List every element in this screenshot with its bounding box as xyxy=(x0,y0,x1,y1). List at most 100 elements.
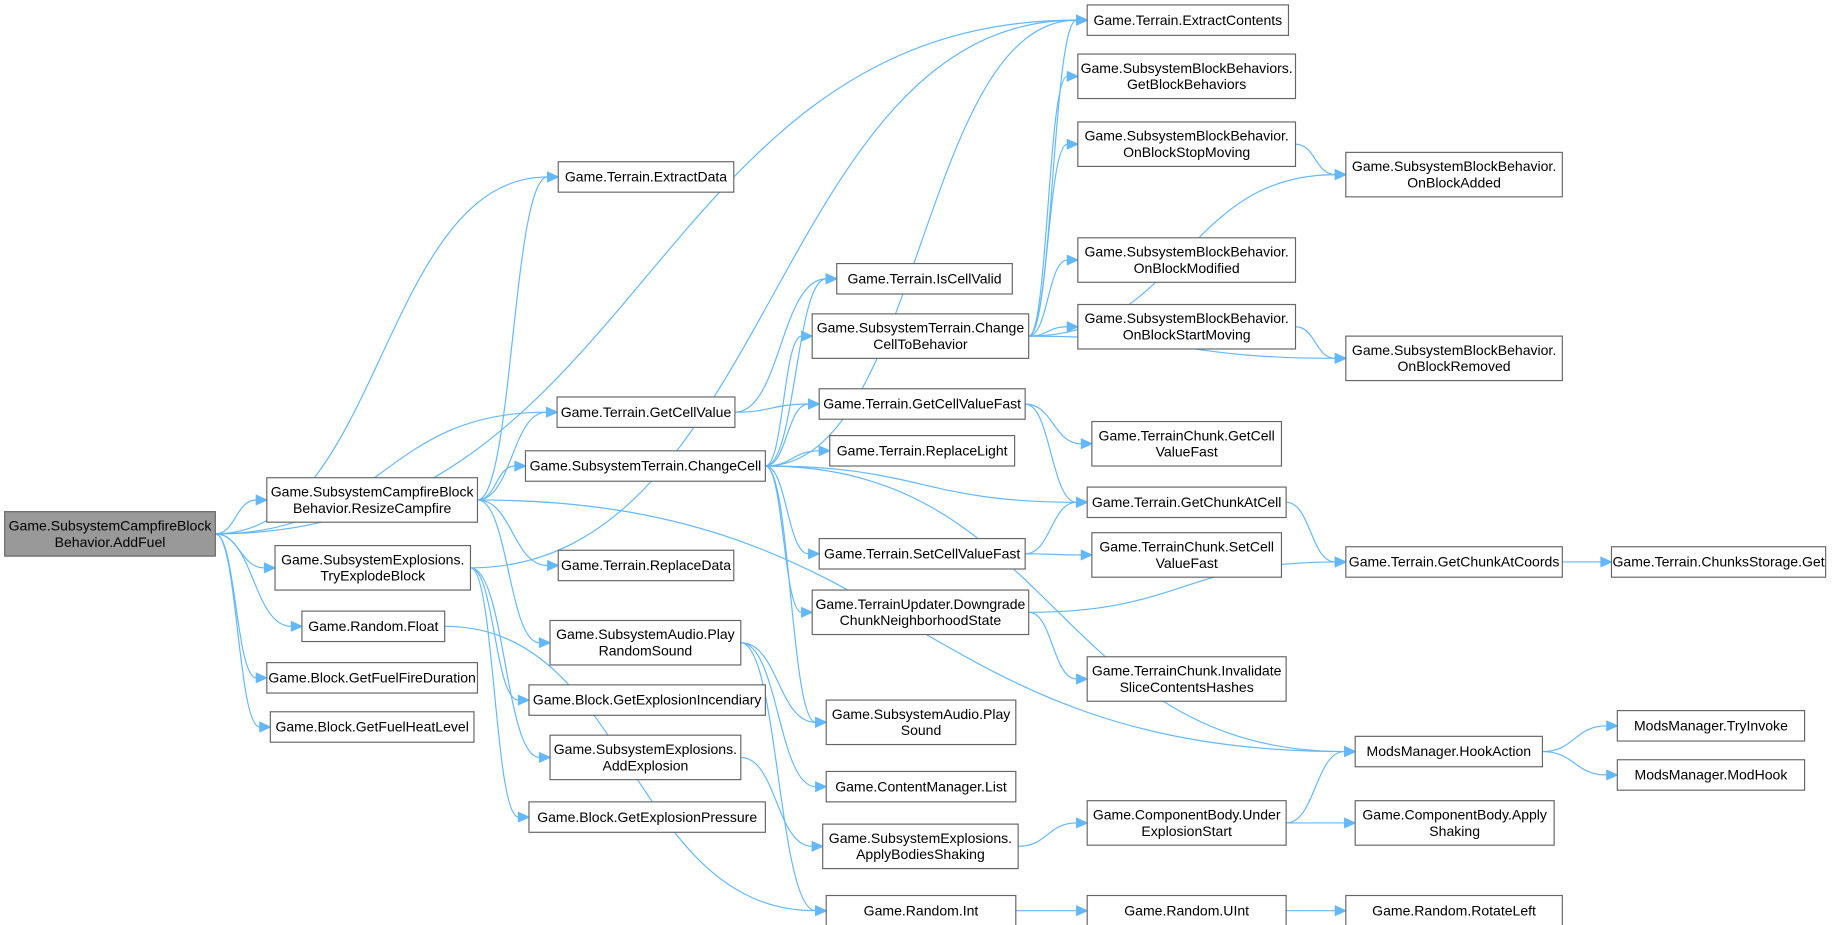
arrowhead-icon xyxy=(1606,720,1619,732)
node-label: OnBlockModified xyxy=(1134,260,1240,276)
node-addfuel[interactable]: Game.SubsystemCampfireBlockBehavior.AddF… xyxy=(4,511,216,557)
arrowhead-icon xyxy=(1344,817,1357,829)
node-label: Game.TerrainUpdater.Downgrade xyxy=(816,596,1026,612)
node-stopmoving[interactable]: Game.SubsystemBlockBehavior.OnBlockStopM… xyxy=(1077,121,1297,168)
node-label: Game.SubsystemExplosions. xyxy=(829,830,1012,846)
edge-changecell-to-setcvfast xyxy=(765,465,821,560)
node-changetobeh[interactable]: Game.SubsystemTerrain.ChangeCellToBehavi… xyxy=(811,313,1030,359)
arrowhead-icon xyxy=(1606,769,1619,781)
node-pressure[interactable]: Game.Block.GetExplosionPressure xyxy=(528,801,766,833)
node-label: CellToBehavior xyxy=(873,336,968,352)
edge-tryexplode-to-addexplosion xyxy=(470,567,552,763)
node-label: Game.SubsystemAudio.Play xyxy=(832,706,1011,722)
node-label: Game.SubsystemTerrain.Change xyxy=(817,320,1025,336)
node-modhook[interactable]: ModsManager.ModHook xyxy=(1616,759,1806,791)
node-rint[interactable]: Game.Random.Int xyxy=(825,894,1017,925)
node-startmoving[interactable]: Game.SubsystemBlockBehavior.OnBlockStart… xyxy=(1077,303,1297,350)
node-setcvfast[interactable]: Game.Terrain.SetCellValueFast xyxy=(818,537,1026,570)
arrowhead-icon xyxy=(1076,673,1089,685)
node-tryexplode[interactable]: Game.SubsystemExplosions.TryExplodeBlock xyxy=(274,545,472,591)
edge-addexplosion-to-bodiesshaking xyxy=(740,756,825,852)
node-fuelfire[interactable]: Game.Block.GetFuelFireDuration xyxy=(266,662,479,694)
edges-layer xyxy=(215,14,1619,917)
node-label: Game.Random.UInt xyxy=(1124,902,1249,918)
node-replacedata[interactable]: Game.Terrain.ReplaceData xyxy=(557,549,735,582)
edge-changetobeh-to-modified xyxy=(1028,254,1080,337)
node-chunkatcell[interactable]: Game.Terrain.GetChunkAtCell xyxy=(1086,486,1287,519)
arrowhead-icon xyxy=(818,445,832,457)
edge-underexpl-to-hookaction xyxy=(1286,745,1357,824)
arrowhead-icon xyxy=(1600,556,1613,568)
edge-downgrade-to-invalidate xyxy=(1028,611,1089,685)
node-extractcontents[interactable]: Game.Terrain.ExtractContents xyxy=(1086,4,1290,36)
node-chunksetcv[interactable]: Game.TerrainChunk.SetCellValueFast xyxy=(1091,532,1283,578)
node-extractdata[interactable]: Game.Terrain.ExtractData xyxy=(557,161,735,193)
node-iscellvalid[interactable]: Game.Terrain.IsCellValid xyxy=(836,262,1013,295)
node-storageget[interactable]: Game.Terrain.ChunksStorage.Get xyxy=(1610,546,1827,578)
node-removed[interactable]: Game.SubsystemBlockBehavior.OnBlockRemov… xyxy=(1345,335,1563,382)
node-addexplosion[interactable]: Game.SubsystemExplosions.AddExplosion xyxy=(549,734,742,781)
node-added[interactable]: Game.SubsystemBlockBehavior.OnBlockAdded xyxy=(1345,151,1563,198)
arrowhead-icon xyxy=(1076,817,1089,829)
node-modified[interactable]: Game.SubsystemBlockBehavior.OnBlockModif… xyxy=(1077,237,1297,283)
node-label: Game.Terrain.GetCellValueFast xyxy=(823,396,1021,412)
node-label: Game.SubsystemBlockBehavior. xyxy=(1085,128,1289,144)
edge-chunkatcell-to-chunkatcoords xyxy=(1286,501,1348,568)
edge-bodiesshaking-to-underexpl xyxy=(1018,817,1089,847)
node-label: Game.Terrain.IsCellValid xyxy=(847,270,1001,286)
node-label: Game.ComponentBody.Under xyxy=(1093,806,1281,822)
node-getcellvalue[interactable]: Game.Terrain.GetCellValue xyxy=(556,396,736,428)
node-label: OnBlockStopMoving xyxy=(1123,144,1250,160)
node-downgrade[interactable]: Game.TerrainUpdater.DowngradeChunkNeighb… xyxy=(811,589,1030,636)
node-label: Shaking xyxy=(1429,823,1480,839)
edge-changecell-to-downgrade xyxy=(765,465,814,618)
node-rotateleft[interactable]: Game.Random.RotateLeft xyxy=(1345,894,1563,925)
node-label: Game.Terrain.ChunksStorage.Get xyxy=(1612,554,1824,570)
node-label: ModsManager.TryInvoke xyxy=(1634,717,1788,733)
arrowhead-icon xyxy=(290,620,304,632)
node-changecell[interactable]: Game.SubsystemTerrain.ChangeCell xyxy=(524,450,766,482)
node-chunkatcoords[interactable]: Game.Terrain.GetChunkAtCoords xyxy=(1345,546,1563,578)
arrowhead-icon xyxy=(517,694,531,706)
edge-changecell-to-getcvfast xyxy=(765,398,821,467)
node-rfloat[interactable]: Game.Random.Float xyxy=(301,610,446,643)
node-chunkgetcv[interactable]: Game.TerrainChunk.GetCellValueFast xyxy=(1091,420,1283,467)
arrowhead-icon xyxy=(263,562,277,574)
node-resize[interactable]: Game.SubsystemCampfireBlockBehavior.Resi… xyxy=(266,477,479,523)
node-tryinvoke[interactable]: ModsManager.TryInvoke xyxy=(1616,710,1806,742)
edge-changecell-to-iscellvalid xyxy=(765,273,839,467)
node-getcvfast[interactable]: Game.Terrain.GetCellValueFast xyxy=(818,388,1026,420)
arrowhead-icon xyxy=(815,905,828,917)
node-ruint[interactable]: Game.Random.UInt xyxy=(1086,894,1287,925)
node-fuelheat[interactable]: Game.Block.GetFuelHeatLevel xyxy=(269,711,475,743)
arrowhead-icon xyxy=(1334,905,1348,917)
node-label: Game.Random.RotateLeft xyxy=(1372,902,1536,918)
node-incendiary[interactable]: Game.Block.GetExplosionIncendiary xyxy=(528,684,766,716)
node-label: Game.TerrainChunk.GetCell xyxy=(1099,427,1275,443)
arrowhead-icon xyxy=(1076,905,1089,917)
node-label: Game.Terrain.GetChunkAtCell xyxy=(1092,494,1282,510)
node-getbehaviors[interactable]: Game.SubsystemBlockBehaviors.GetBlockBeh… xyxy=(1077,53,1297,100)
edge-tryexplode-to-pressure xyxy=(470,567,531,823)
node-label: Game.SubsystemBlockBehavior. xyxy=(1352,342,1556,358)
node-bodiesshaking[interactable]: Game.SubsystemExplosions.ApplyBodiesShak… xyxy=(822,823,1019,870)
arrowhead-icon xyxy=(1344,745,1357,758)
edge-addfuel-to-tryexplode xyxy=(215,533,277,574)
node-hookaction[interactable]: ModsManager.HookAction xyxy=(1354,735,1544,768)
arrowhead-icon xyxy=(1076,496,1089,508)
arrowhead-icon xyxy=(825,273,839,285)
node-cmlist[interactable]: Game.ContentManager.List xyxy=(825,770,1017,803)
arrowhead-icon xyxy=(1334,169,1348,181)
node-label: ExplosionStart xyxy=(1141,823,1232,839)
node-label: ValueFast xyxy=(1156,444,1218,460)
node-replacelight[interactable]: Game.Terrain.ReplaceLight xyxy=(829,434,1016,467)
arrowhead-icon xyxy=(808,398,821,410)
edge-downgrade-to-chunkatcoords xyxy=(1028,556,1348,613)
edge-hookaction-to-tryinvoke xyxy=(1542,720,1619,753)
node-invalidate[interactable]: Game.TerrainChunk.InvalidateSliceContent… xyxy=(1086,656,1287,702)
node-label: Game.SubsystemAudio.Play xyxy=(556,626,735,642)
